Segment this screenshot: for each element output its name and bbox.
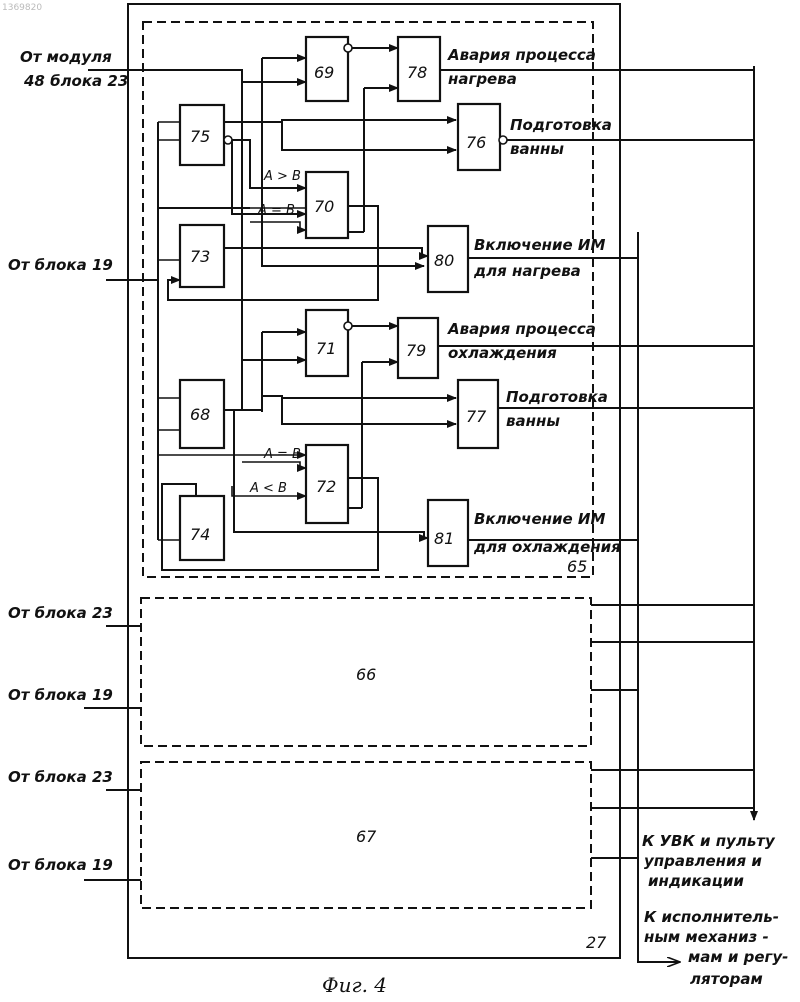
input-module48-line2: 48 блока 23 [23, 72, 128, 90]
block-70-label: 70 [314, 197, 334, 216]
label-a-eq-b-bottom: A = B [263, 447, 301, 462]
input-module48-line1: От модуля [20, 48, 112, 66]
output-prep1-line2: ванны [510, 140, 564, 158]
dest-uvk-line1: К УВК и пульту [642, 832, 776, 850]
block-71-label: 71 [316, 339, 336, 358]
dest-act-line3: мам и регу- [688, 948, 788, 966]
watermark: 1369820 [2, 3, 42, 13]
output-prep1-line1: Подготовка [510, 116, 612, 134]
input-block19-top: От блока 19 [8, 256, 113, 274]
input-block19-67: От блока 19 [8, 856, 113, 874]
outer-block-label: 27 [586, 933, 607, 952]
label-a-lt-b: A < B [249, 481, 287, 496]
block-73-label: 73 [190, 247, 210, 266]
label-a-eq-b-top: A = B [257, 203, 295, 218]
dest-act-line2: ным механиз - [644, 928, 769, 946]
block-78-label: 78 [407, 63, 427, 82]
input-block19-66: От блока 19 [8, 686, 113, 704]
output-cool-on-line1: Включение ИМ [474, 510, 605, 528]
block-69-label: 69 [314, 63, 334, 82]
output-prep2-line2: ванны [506, 412, 560, 430]
sub-block-66-label: 66 [356, 665, 376, 684]
input-block23-66: От блока 23 [8, 604, 113, 622]
block-79-label: 79 [406, 341, 426, 360]
output-heat-on-line2: для нагрева [473, 262, 581, 280]
block-75-label: 75 [190, 127, 210, 146]
output-heat-alarm-line1: Авария процесса [447, 46, 596, 64]
sub-block-65-label: 65 [567, 557, 587, 576]
block-80-label: 80 [434, 251, 454, 270]
output-cool-alarm-line1: Авария процесса [447, 320, 596, 338]
dest-uvk-line2: управления и [644, 852, 762, 870]
block-72-label: 72 [316, 477, 336, 496]
output-heat-alarm-line2: нагрева [448, 70, 517, 88]
label-a-gt-b: A > B [263, 169, 301, 184]
output-prep2-line1: Подготовка [506, 388, 608, 406]
block-74-label: 74 [190, 525, 210, 544]
figure-caption: Фиг. 4 [322, 973, 387, 997]
block-76-label: 76 [466, 133, 486, 152]
block-68-label: 68 [190, 405, 210, 424]
sub-block-67-label: 67 [356, 827, 377, 846]
dest-act-line1: К исполнитель- [644, 908, 779, 926]
output-heat-on-line1: Включение ИМ [474, 236, 605, 254]
dest-act-line4: ляторам [690, 970, 763, 988]
block-77-label: 77 [466, 407, 487, 426]
dest-uvk-line3: индикации [648, 872, 744, 890]
input-block23-67: От блока 23 [8, 768, 113, 786]
block-81-label: 81 [434, 529, 454, 548]
